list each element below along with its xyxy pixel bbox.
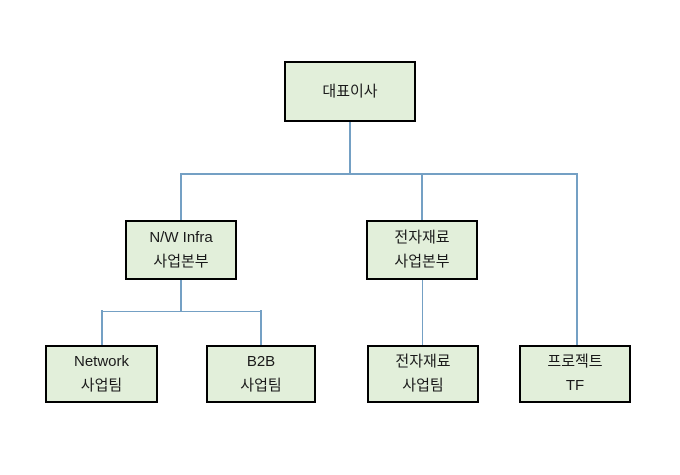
org-node-project-tf: 프로젝트 TF xyxy=(519,345,631,403)
connector-drop-project-tf xyxy=(576,173,578,345)
org-node-ceo: 대표이사 xyxy=(284,61,416,122)
connector-drop-em-division xyxy=(421,173,423,220)
connector-drop-b2b-team xyxy=(260,310,262,345)
org-node-electronic-materials-division: 전자재료 사업본부 xyxy=(366,220,478,280)
connector-level2-horizontal xyxy=(180,173,578,175)
connector-nw-infra-trunk xyxy=(180,280,182,312)
connector-drop-network-team xyxy=(101,310,103,345)
org-node-nw-infra-division: N/W Infra 사업본부 xyxy=(125,220,237,280)
connector-drop-nw-infra xyxy=(180,173,182,220)
org-node-b2b-team: B2B 사업팀 xyxy=(206,345,316,403)
connector-level3-horizontal xyxy=(101,310,262,312)
org-node-electronic-materials-team: 전자재료 사업팀 xyxy=(367,345,479,403)
connector-ceo-trunk xyxy=(349,122,351,174)
org-node-network-team: Network 사업팀 xyxy=(45,345,158,403)
connector-drop-em-team xyxy=(421,280,423,345)
